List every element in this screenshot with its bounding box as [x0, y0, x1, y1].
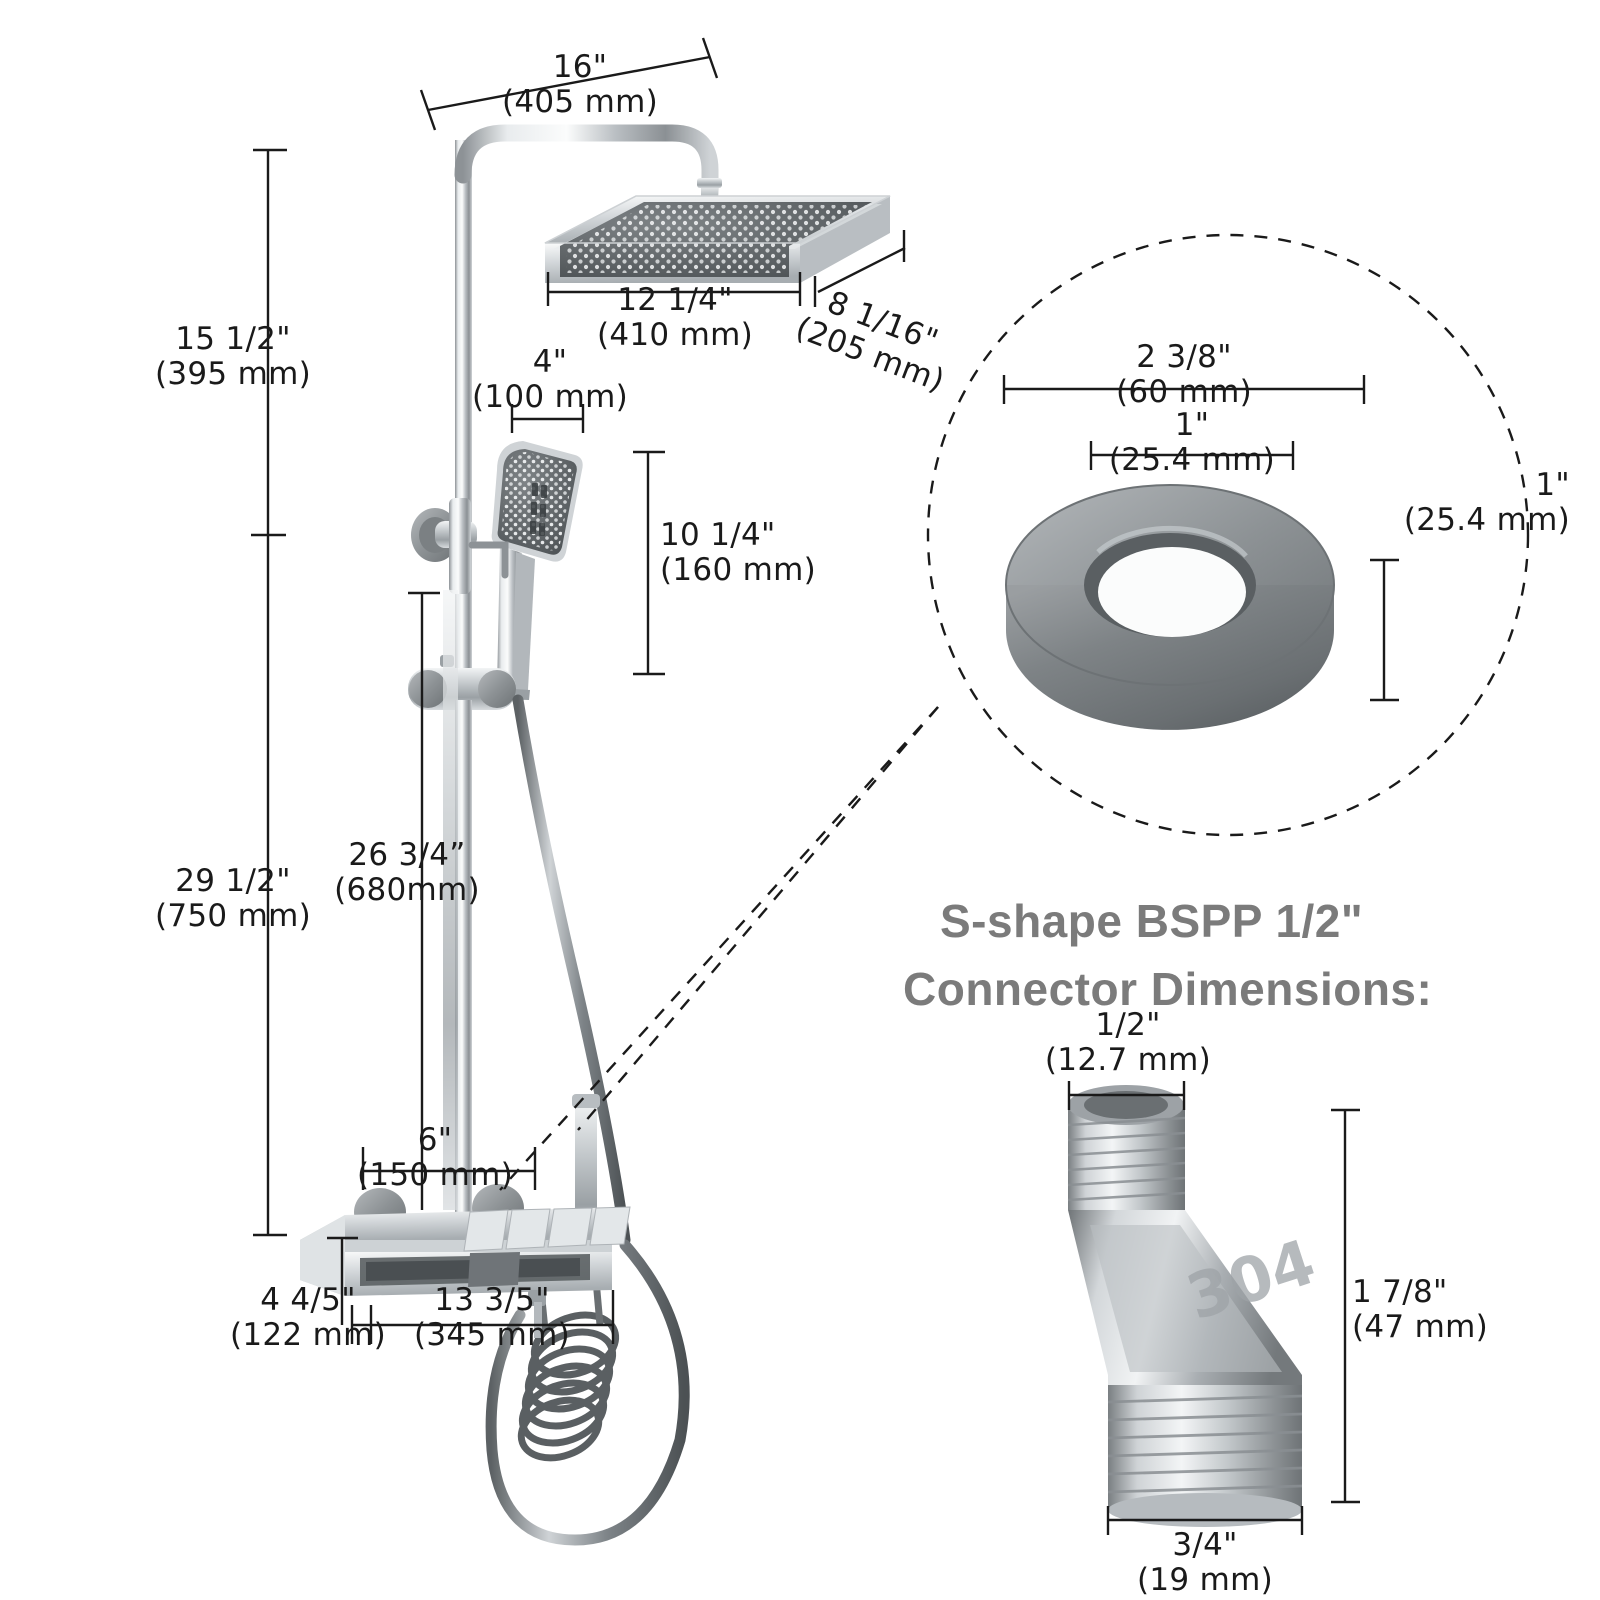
dim-value-metric: (410 mm) — [596, 316, 753, 353]
dim-value-metric: (25.4 mm) — [1403, 501, 1570, 538]
dimension-lines-escutcheon — [1002, 375, 1399, 702]
dim-value-imperial: 1 7/8" — [1352, 1274, 1448, 1310]
coiled-cord — [517, 1311, 620, 1462]
dim-value-imperial: 4 4/5" — [260, 1282, 356, 1318]
dim-valve-body-width: 13 3/5" (345 mm) — [372, 1283, 612, 1352]
escutcheon-ring-illustration — [1005, 484, 1335, 730]
dim-value-metric: (160 mm) — [660, 551, 817, 588]
shower-system-illustration — [300, 124, 891, 1546]
dimension-lines-connector — [1067, 1081, 1360, 1535]
dim-value-imperial: 3/4" — [1172, 1527, 1238, 1563]
dim-slide-bar-travel: 26 3/4” (680mm) — [292, 838, 522, 907]
dim-connector-thread-bottom: 3/4" (19 mm) — [1085, 1528, 1325, 1597]
dim-value-imperial: 1" — [1535, 467, 1570, 503]
dim-value-metric: (405 mm) — [501, 83, 658, 120]
dim-value-imperial: 12 1/4" — [617, 282, 733, 318]
dim-shower-arm-length: 16" (405 mm) — [470, 50, 690, 119]
thermostatic-valve-body — [300, 1184, 631, 1338]
dim-upper-riser: 15 1/2" (395 mm) — [118, 322, 348, 391]
dim-value-imperial: 1" — [1174, 407, 1210, 443]
dim-value-metric: (60 mm) — [1116, 373, 1252, 410]
dim-value-imperial: 29 1/2" — [175, 863, 291, 899]
dimension-lines-main — [251, 37, 906, 1344]
dim-rain-head-width: 12 1/4" (410 mm) — [560, 283, 790, 352]
dim-valve-body-height: 4 4/5" (122 mm) — [198, 1283, 418, 1352]
dim-value-metric: (12.7 mm) — [1044, 1041, 1212, 1078]
dim-value-imperial: 13 3/5" — [434, 1282, 550, 1318]
dim-value-imperial: 4" — [532, 344, 568, 380]
shower-hose — [485, 694, 690, 1546]
dim-value-metric: (25.4 mm) — [1108, 441, 1276, 478]
dim-value-metric: (150 mm) — [356, 1156, 513, 1193]
dim-value-metric: (122 mm) — [229, 1316, 386, 1353]
connector-title-line2: Connector Dimensions: — [903, 963, 1433, 1015]
dim-value-imperial: 2 3/8" — [1136, 339, 1232, 375]
dim-handheld-width: 4" (100 mm) — [455, 345, 645, 414]
rain-shower-head — [544, 195, 891, 283]
dim-value-metric: (395 mm) — [154, 355, 311, 392]
escutcheon-callout-circle — [926, 233, 1530, 837]
dim-value-imperial: 10 1/4" — [660, 517, 776, 553]
dim-value-imperial: 15 1/2" — [175, 321, 291, 357]
wall-bracket-upper — [411, 498, 477, 594]
dim-value-imperial: 6" — [417, 1122, 453, 1158]
dim-escutcheon-bore-diameter: 1" (25.4 mm) — [1072, 408, 1312, 477]
dim-lower-riser: 29 1/2" (750 mm) — [118, 864, 348, 933]
dim-inlet-spacing: 6" (150 mm) — [345, 1123, 525, 1192]
dim-connector-thread-top: 1/2" (12.7 mm) — [1008, 1008, 1248, 1077]
dim-handheld-height: 10 1/4" (160 mm) — [660, 518, 870, 587]
dim-value-metric: (680mm) — [334, 871, 480, 908]
dim-value-imperial: 16" — [552, 49, 608, 85]
dim-value-metric: (750 mm) — [154, 897, 311, 934]
dim-escutcheon-height: 1" (25.4 mm) — [1330, 468, 1570, 537]
handheld-shower — [491, 441, 583, 700]
dim-escutcheon-outer-diameter: 2 3/8" (60 mm) — [1064, 340, 1304, 409]
dim-value-metric: (100 mm) — [471, 378, 628, 415]
dim-value-imperial: 26 3/4” — [348, 837, 466, 873]
connector-title-line1: S-shape BSPP 1/2" — [940, 895, 1364, 947]
dim-connector-overall-height: 1 7/8" (47 mm) — [1352, 1275, 1582, 1344]
slide-bar-holder — [408, 655, 516, 710]
dim-value-metric: (345 mm) — [413, 1316, 570, 1353]
dim-value-metric: (19 mm) — [1137, 1561, 1273, 1598]
callout-leader-lines — [499, 706, 939, 1191]
dim-value-metric: (47 mm) — [1352, 1308, 1488, 1345]
bspp-connector-illustration: 304 — [1067, 1085, 1324, 1527]
dim-value-imperial: 1/2" — [1095, 1007, 1161, 1043]
